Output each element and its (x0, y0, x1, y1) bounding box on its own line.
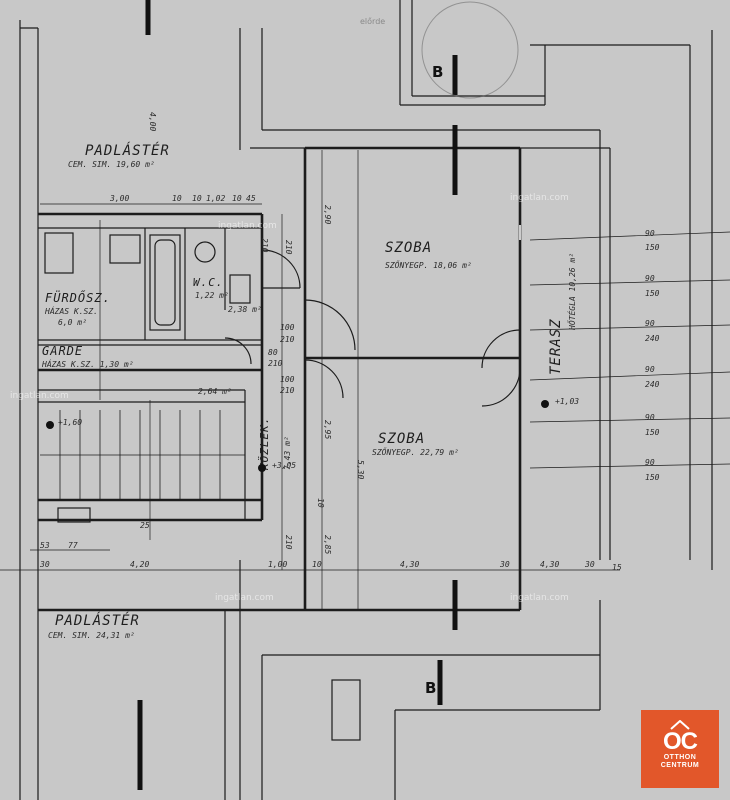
stamp: előrde (360, 1, 519, 99)
dim-30c: 30 (584, 560, 595, 569)
window-dim-top: 90 (645, 458, 655, 467)
dim-530: 5,30 (356, 460, 365, 479)
dim-10d: 10 (312, 560, 322, 569)
dim-210d: 210 (268, 359, 283, 368)
dim-430b: 4,30 (540, 560, 559, 569)
dim-210b: 210 (284, 240, 293, 255)
room-sub-attic-bottom: CEM. SIM. 24,31 m² (48, 631, 135, 640)
section-mark-top: B (432, 63, 443, 81)
dim-100c: 100 (280, 375, 295, 384)
dim-430a: 4,30 (400, 560, 419, 569)
dim-210f: 210 (284, 535, 293, 550)
window-dim-bottom: 240 (645, 334, 660, 343)
dim-10b: 10 (192, 194, 202, 203)
room-sub-room1: SZŐNYEGP. 18,06 m² (385, 260, 472, 270)
room-sub-terrace: HŐTÉGLA 10,26 m² (566, 253, 577, 331)
watermark: ingatlan.com (215, 593, 274, 603)
room-label-terrace: TERASZ (548, 318, 564, 375)
room-label-room1: SZOBA (385, 240, 432, 256)
section-mark-bottom: B (425, 679, 436, 697)
dim-45: 45 (246, 194, 256, 203)
dim-100b: 100 (280, 323, 295, 332)
dim-420: 4,20 (130, 560, 149, 569)
dim-77: 77 (68, 541, 78, 550)
logo-line-2: CENTRUM (660, 762, 700, 769)
dim-80: 80 (268, 348, 278, 357)
dim-25: 25 (140, 521, 150, 530)
dim-30a: 30 (39, 560, 50, 569)
watermark: ingatlan.com (10, 391, 69, 401)
window-dim-top: 90 (645, 319, 655, 328)
room-label-attic-bottom: PADLÁSTÉR (55, 612, 140, 629)
window-dim-bottom: 240 (645, 380, 660, 389)
house-roof-icon (670, 720, 690, 730)
window-dim-top: 90 (645, 413, 655, 422)
dim-10e: 10 (316, 498, 325, 508)
brand-logo: OC OTTHON CENTRUM (641, 710, 719, 788)
window-dims: 90 150 90 150 90 240 90 240 90 150 90 15… (645, 229, 660, 482)
window-dim-top: 90 (645, 365, 655, 374)
dim-210c: 210 (280, 335, 295, 344)
logo-line-1: OTTHON (663, 754, 697, 761)
watermark: ingatlan.com (510, 593, 569, 603)
section-line (137, 0, 458, 790)
dim-300: 3,00 (109, 194, 129, 203)
dim-53: 53 (40, 541, 50, 550)
watermark: ingatlan.com (218, 221, 277, 231)
room-sub-bath-2: 6,0 m² (58, 318, 87, 327)
room-sub-wc: 1,22 m² (195, 291, 229, 300)
dim-210e: 210 (280, 386, 295, 395)
dim-400: 4,00 (148, 112, 157, 131)
dim-10c: 10 (232, 194, 242, 203)
room-label-room2: SZOBA (378, 431, 425, 447)
watermark: ingatlan.com (510, 193, 569, 203)
dim-290: 2,90 (323, 205, 332, 224)
window-dim-bottom: 150 (645, 289, 660, 298)
room-sub-room2: SZŐNYEGP. 22,79 m² (372, 447, 459, 457)
level-markers (46, 400, 549, 472)
logo-mark: OC (663, 728, 698, 755)
dim-210a: 210 (260, 238, 269, 253)
window-dim-bottom: 150 (645, 428, 660, 437)
window-dim-bottom: 150 (645, 473, 660, 482)
dim-160: +1,60 (58, 418, 82, 427)
room-sub-garde: HÁZAS K.SZ. 1,30 m² (41, 358, 134, 369)
room-sub-hall: 7,43 m² (283, 436, 292, 470)
dim-10a: 10 (172, 194, 182, 203)
room-label-hall: KÖZLEK. (258, 417, 271, 471)
dim-264: 2,64 m² (198, 387, 232, 396)
dim-305: +3,05 (272, 461, 296, 470)
room-label-garde: GARDE (42, 344, 83, 358)
room-label-bath: FÜRDŐSZ. (45, 289, 111, 305)
room-sub-attic-top: CEM. SIM. 19,60 m² (68, 160, 155, 169)
window-dim-top: 90 (645, 274, 655, 283)
dim-295: 2,95 (323, 420, 332, 439)
dim-15: 15 (612, 563, 622, 572)
dim-303: +1,03 (555, 397, 579, 406)
window-dim-bottom: 150 (645, 243, 660, 252)
dim-238: 2,38 m² (228, 305, 262, 314)
room-label-attic-top: PADLÁSTÉR (85, 142, 170, 159)
window-dim-top: 90 (645, 229, 655, 238)
dim-285: 2,85 (323, 535, 332, 554)
stamp-text: előrde (360, 17, 385, 26)
dim-100: 1,00 (268, 560, 287, 569)
dim-102: 1,02 (206, 194, 225, 203)
room-label-wc: W.C. (193, 276, 224, 289)
room-sub-bath-1: HÁZAS K.SZ. (44, 305, 98, 316)
dim-30b: 30 (499, 560, 510, 569)
